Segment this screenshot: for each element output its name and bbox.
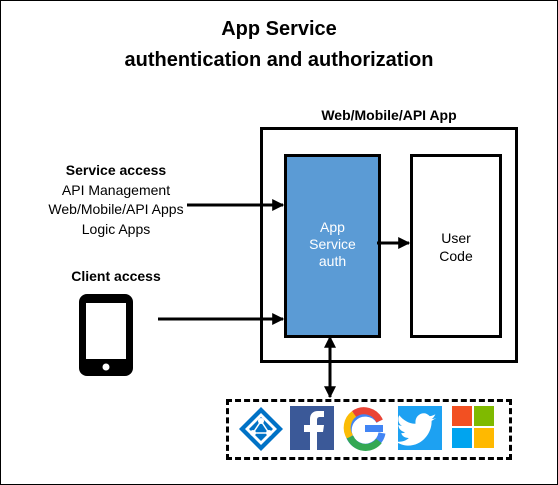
service-access-item: API Management (61, 181, 171, 198)
microsoft-icon (452, 406, 494, 448)
identity-providers-box (226, 399, 512, 460)
service-access-item: Logic Apps (81, 220, 151, 237)
azure-active-directory-icon (239, 407, 283, 451)
facebook-icon (290, 406, 334, 450)
twitter-icon (395, 406, 442, 450)
service-access-item: Web/Mobile/API Apps (48, 201, 184, 217)
smartphone-icon (79, 294, 133, 376)
auth-label-line-3: auth (318, 253, 347, 269)
google-icon (343, 407, 386, 451)
app-container-box (260, 127, 518, 363)
diagram-title-line-1: App Service (221, 18, 337, 40)
diagram-title-line-2: authentication and authorization (124, 49, 434, 71)
app-container-label: Web/Mobile/API App (321, 107, 457, 123)
user-code-box: User Code (410, 154, 502, 338)
auth-label-line-2: Service (309, 236, 356, 252)
user-code-label-line-1: User (441, 230, 471, 246)
service-access-heading: Service access (65, 162, 167, 178)
client-access-heading: Client access (71, 268, 161, 284)
service-access-group: Service access API Management Web/Mobile… (11, 161, 221, 239)
user-code-label-line-2: Code (439, 248, 473, 264)
auth-label-line-1: App (320, 219, 345, 235)
